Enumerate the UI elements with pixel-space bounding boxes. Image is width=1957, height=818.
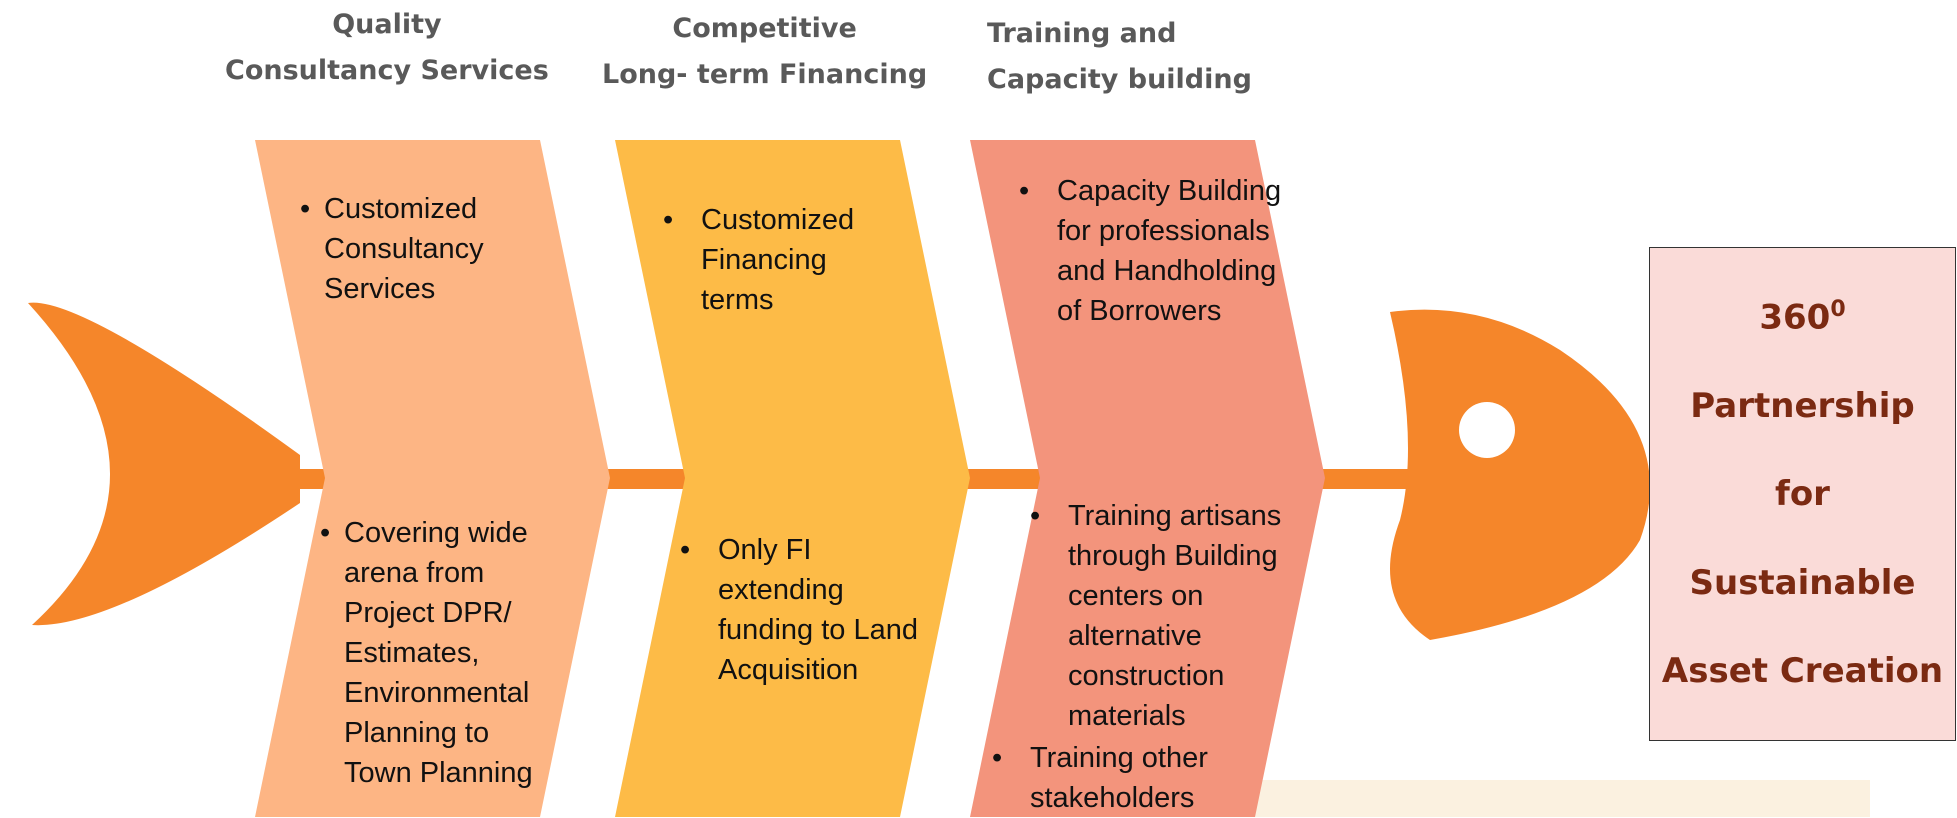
column-1-bottom-bullets: Covering wide arena from Project DPR/ Es… [320,513,560,793]
column-2-header: Competitive Long- term Financing [602,6,927,98]
column-1-header: Quality Consultancy Services [225,2,549,94]
fish-head [1390,309,1650,640]
outcome-number: 3600 [1759,296,1846,337]
fish-tail [28,302,300,626]
bullet-item: Training artisans through Building cente… [1030,496,1310,736]
bullet-item: Covering wide arena from Project DPR/ Es… [320,513,560,793]
column-3-header-line-2: Capacity building [987,64,1252,95]
bullet-item: Customized Consultancy Services [300,189,510,309]
outcome-line-3: Sustainable [1689,562,1916,603]
column-3-extra-bullets: Training other stakeholders [992,738,1232,818]
bullet-item: Only FI extending funding to Land Acquis… [680,530,940,690]
column-2-header-line-1: Competitive [672,13,857,44]
column-2-header-line-2: Long- term Financing [602,59,928,90]
column-1-top-bullets: Customized Consultancy Services [300,189,510,309]
fish-eye [1459,402,1515,458]
outcome-box: 3600 Partnership for Sustainable Asset C… [1649,247,1956,741]
outcome-line-4: Asset Creation [1661,651,1944,692]
column-2-bottom-bullets: Only FI extending funding to Land Acquis… [680,530,940,690]
column-2-top-bullets: Customized Financing terms [663,200,893,320]
bullet-item: Capacity Building for professionals and … [1019,171,1289,331]
column-3-bottom-bullets: Training artisans through Building cente… [1030,496,1310,736]
outcome-line-2: for [1775,474,1830,515]
bullet-item: Training other stakeholders [992,738,1232,818]
column-3-header: Training and Capacity building [987,11,1252,103]
outcome-line-1: Partnership [1690,385,1915,426]
bullet-item: Customized Financing terms [663,200,893,320]
degree-superscript: 0 [1830,296,1846,322]
column-3-top-bullets: Capacity Building for professionals and … [1019,171,1289,331]
column-1-header-line-1: Quality [332,9,442,40]
column-1-header-line-2: Consultancy Services [225,55,549,86]
column-3-header-line-1: Training and [987,18,1177,49]
